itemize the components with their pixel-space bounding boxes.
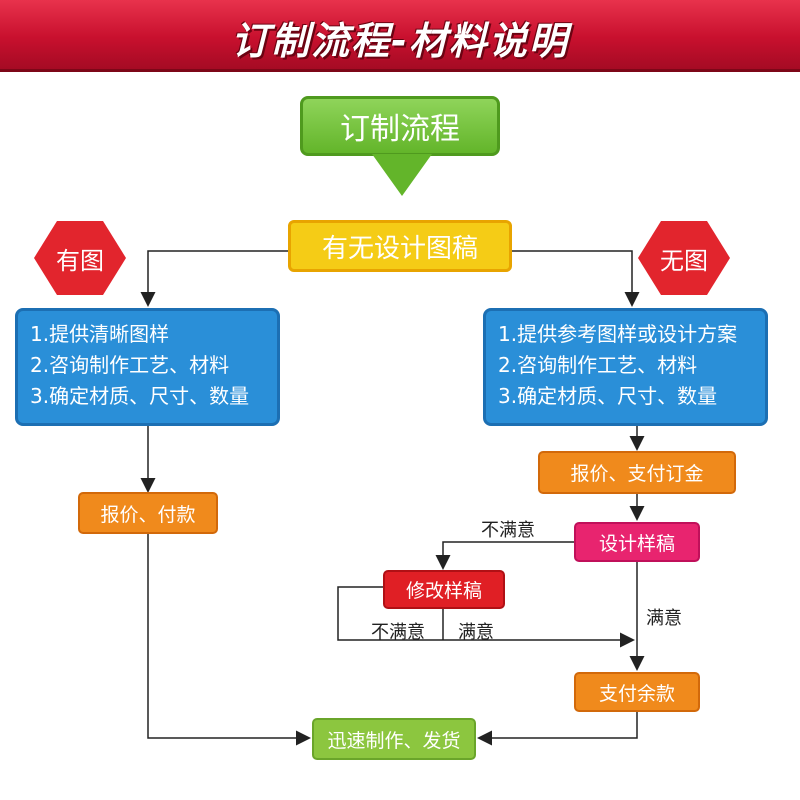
arrow-revise-loop	[337, 586, 635, 648]
arrow-question-left	[140, 250, 288, 307]
design-sample-box: 设计样稿	[574, 522, 700, 562]
left-step-1: 1.提供清晰图样	[30, 322, 170, 346]
finish-box: 迅速制作、发货	[312, 718, 476, 760]
left-step-2: 2.咨询制作工艺、材料	[30, 353, 230, 377]
label-satisfied-revise: 满意	[458, 622, 494, 643]
arrow-balance-to-finish	[477, 712, 638, 746]
right-quote-box: 报价、支付订金	[538, 451, 736, 494]
banner-title: 订制流程-材料说明	[231, 19, 569, 63]
label-unsatisfied-design: 不满意	[481, 520, 535, 541]
arrow-question-right	[512, 250, 640, 307]
label-satisfied-design: 满意	[646, 608, 682, 629]
pay-balance-box: 支付余款	[574, 672, 700, 712]
right-step-2: 2.咨询制作工艺、材料	[498, 353, 698, 377]
process-header-pointer	[372, 154, 432, 196]
arrow-left-to-finish	[147, 534, 311, 746]
left-steps-box: 1.提供清晰图样 2.咨询制作工艺、材料 3.确定材质、尺寸、数量	[15, 308, 280, 426]
arrow-design-to-revise	[435, 541, 574, 570]
left-quote-box: 报价、付款	[78, 492, 218, 534]
right-step-3: 3.确定材质、尺寸、数量	[498, 384, 718, 408]
right-step-1: 1.提供参考图样或设计方案	[498, 322, 738, 346]
right-steps-box: 1.提供参考图样或设计方案 2.咨询制作工艺、材料 3.确定材质、尺寸、数量	[483, 308, 768, 426]
design-question: 有无设计图稿	[288, 220, 512, 272]
revise-sample-box: 修改样稿	[383, 570, 505, 609]
label-unsatisfied-revise: 不满意	[371, 622, 425, 643]
left-step-3: 3.确定材质、尺寸、数量	[30, 384, 250, 408]
title-banner: 订制流程-材料说明	[0, 0, 800, 72]
process-header: 订制流程	[300, 96, 500, 156]
